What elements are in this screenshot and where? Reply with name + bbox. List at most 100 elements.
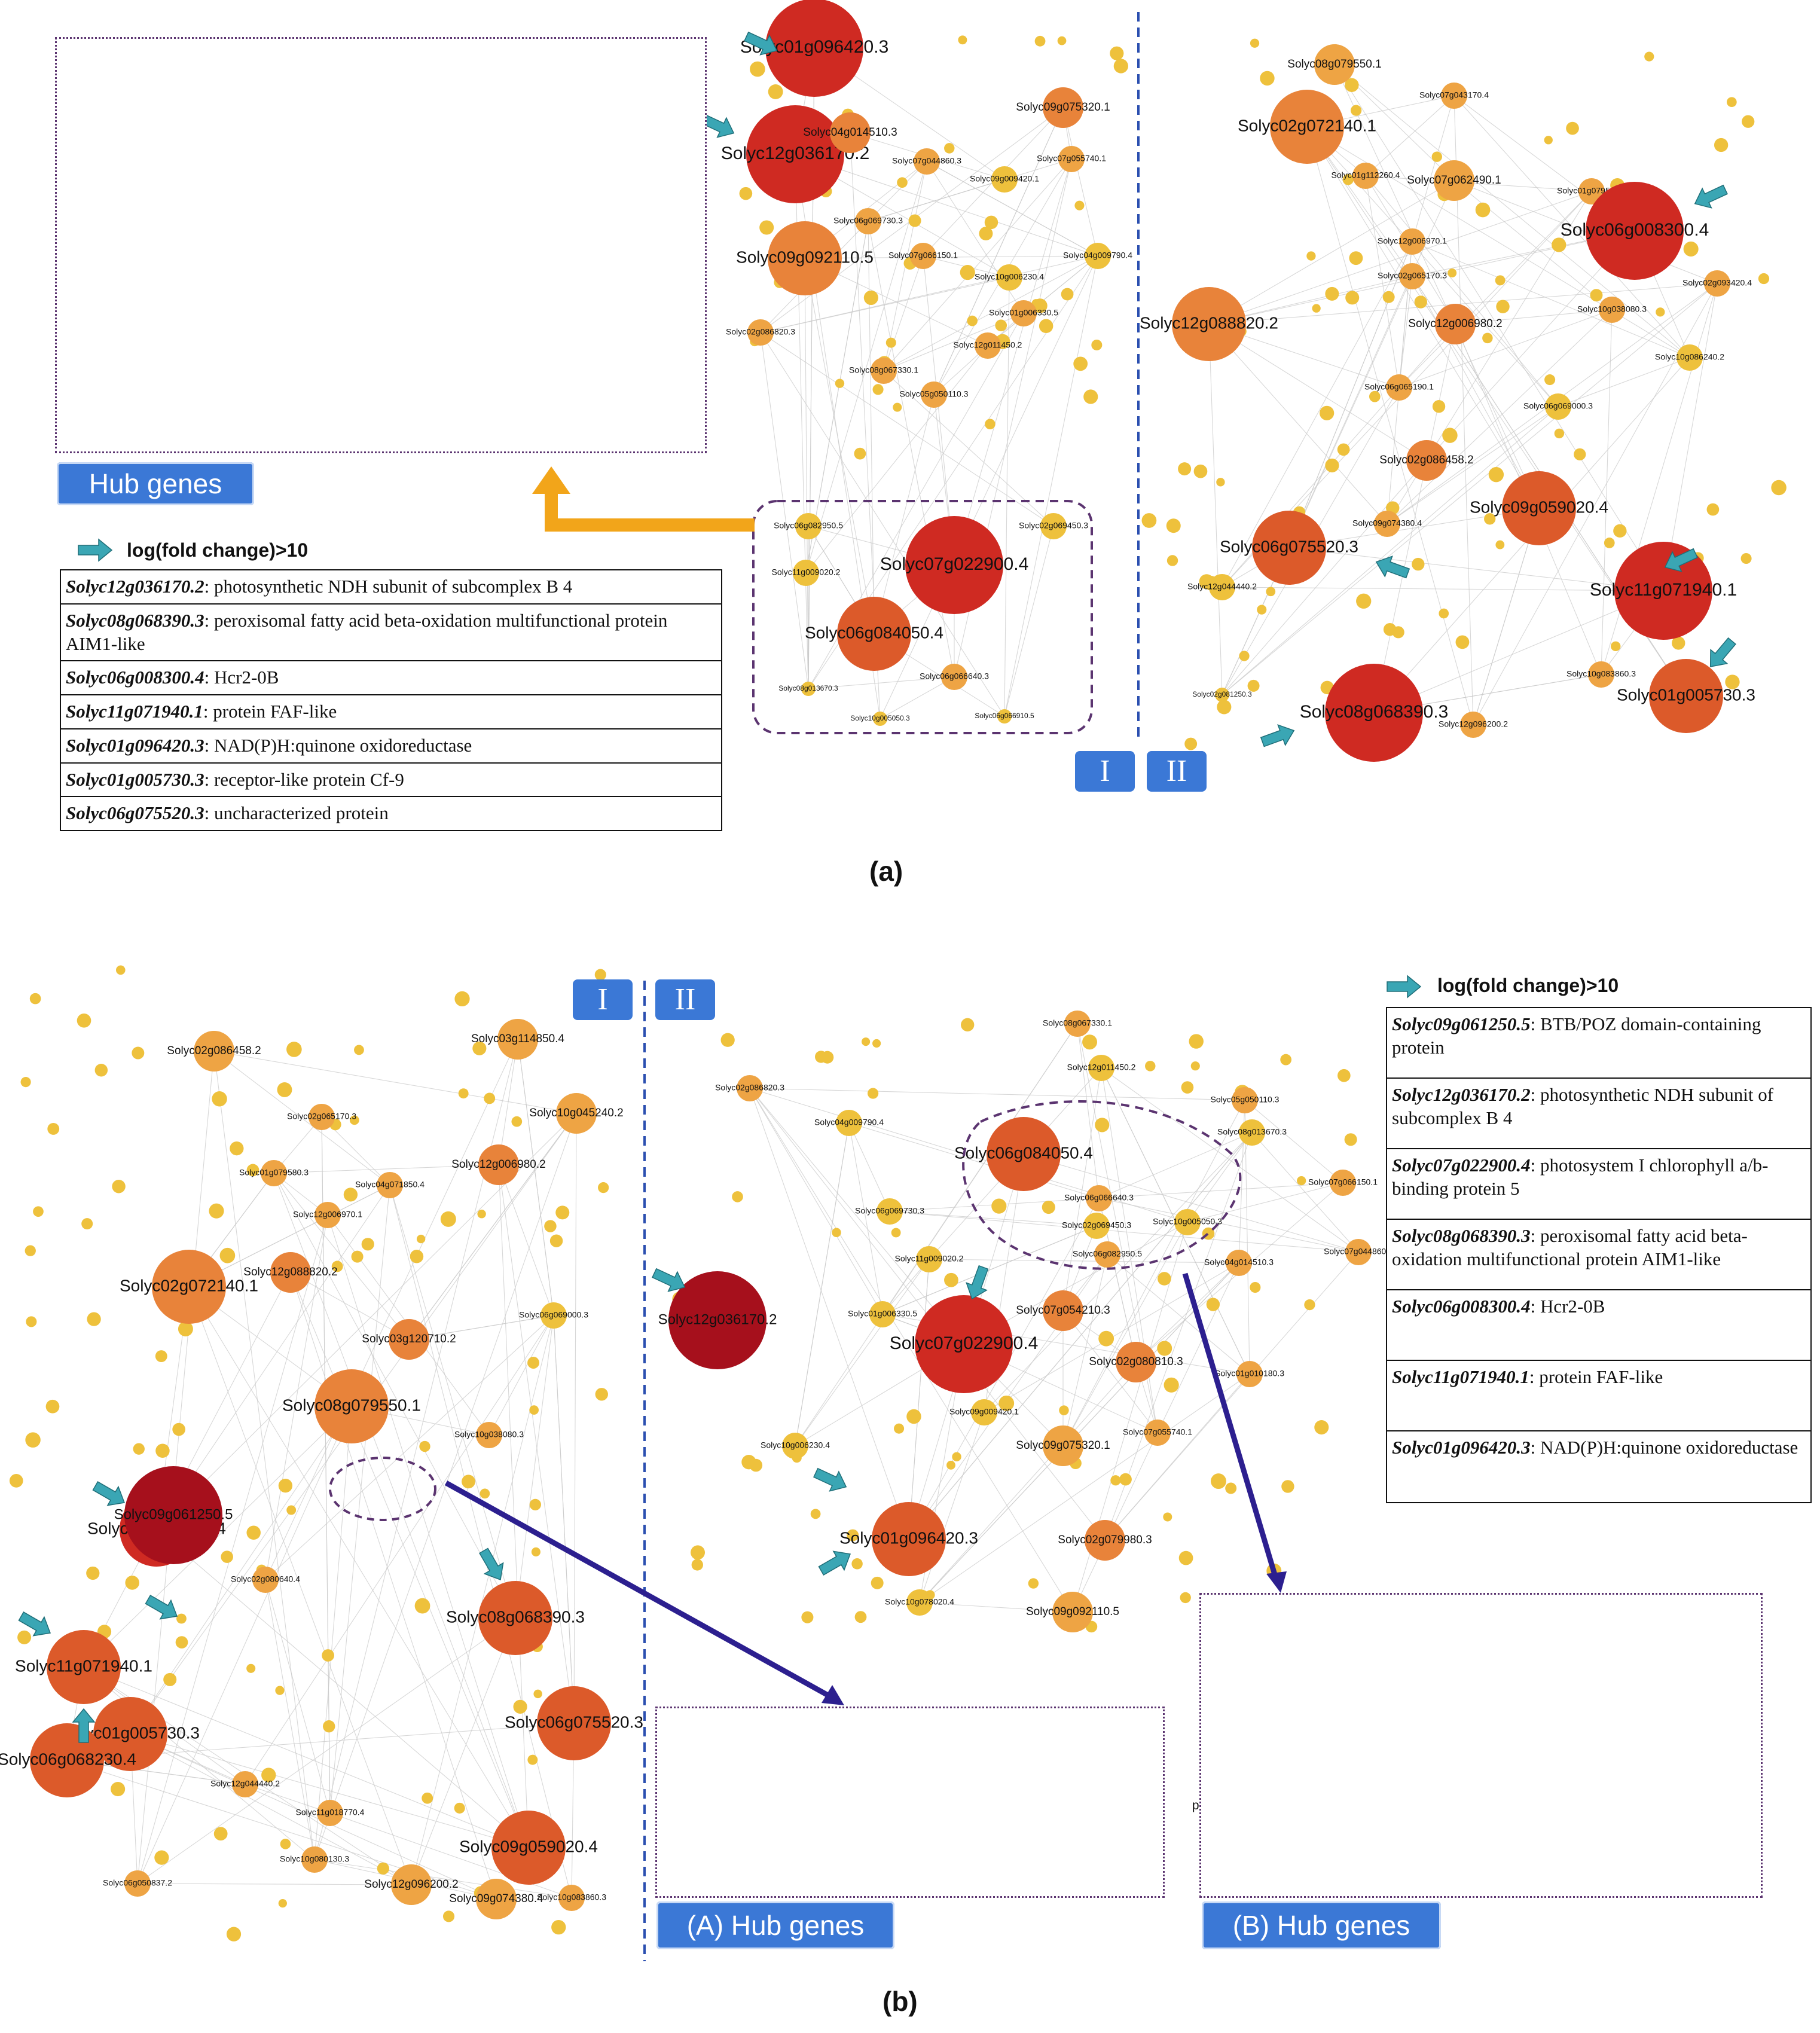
legend-gene-desc: : Hcr2-0B xyxy=(204,667,279,688)
minor-node xyxy=(261,1768,276,1782)
minor-node xyxy=(1342,174,1354,185)
network-node-label: Solyc10g006230.4 xyxy=(975,272,1044,282)
minor-node xyxy=(1484,513,1496,525)
minor-node xyxy=(25,1432,41,1448)
network-node-label: Solyc08g067330.1 xyxy=(849,365,918,375)
network-node xyxy=(1174,1209,1201,1235)
panel-b-legend-heading: log(fold change)>10 xyxy=(1437,975,1619,996)
network-node-label: Solyc07g066150.1 xyxy=(1308,1177,1378,1187)
minor-node xyxy=(1432,400,1446,413)
network-node-label: Solyc12g011450.2 xyxy=(1067,1063,1136,1072)
minor-node xyxy=(77,1014,91,1028)
panel-b-tag-II: II xyxy=(655,979,715,1020)
minor-node xyxy=(94,1064,108,1077)
legend-gene-desc: : photosynthetic NDH subunit of subcompl… xyxy=(1392,1084,1774,1128)
network-node-label: Solyc06g069730.3 xyxy=(855,1206,924,1216)
arrow-pointer-icon xyxy=(744,31,778,56)
minor-node xyxy=(1337,443,1350,456)
arrow-pointer-icon xyxy=(479,1547,504,1581)
minor-node xyxy=(862,1037,871,1046)
minor-node xyxy=(1431,151,1442,162)
legend-gene-desc: : NAD(P)H:quinone oxidoreductase xyxy=(204,734,472,756)
network-node-label: Solyc12g006980.2 xyxy=(1408,318,1502,330)
minor-node xyxy=(1574,448,1586,460)
minor-node xyxy=(86,1566,100,1580)
legend-gene-desc: : BTB/POZ domain-containing protein xyxy=(1392,1014,1761,1058)
legend-gene-desc: : protein FAF-like xyxy=(203,701,337,722)
network-node xyxy=(391,1864,432,1905)
minor-node xyxy=(835,378,845,388)
minor-node xyxy=(361,1238,374,1251)
network-node-label: Solyc04g014510.3 xyxy=(1204,1257,1274,1267)
network-node xyxy=(836,1110,862,1136)
network-node xyxy=(124,1466,222,1564)
minor-node xyxy=(1211,1473,1226,1489)
legend-gene-desc: : receptor-like protein Cf-9 xyxy=(204,768,404,790)
network-node xyxy=(314,1202,341,1228)
minor-node xyxy=(1082,1034,1098,1050)
minor-node xyxy=(442,1910,455,1922)
network-node xyxy=(377,1172,403,1198)
network-node-label: Solyc01g006330.5 xyxy=(989,308,1058,318)
minor-node xyxy=(1325,458,1339,473)
arrow-pointer-icon xyxy=(1664,548,1698,572)
minor-node xyxy=(533,1689,542,1699)
network-node xyxy=(1239,1119,1265,1146)
network-node xyxy=(795,513,822,539)
minor-node xyxy=(595,1388,608,1401)
minor-node xyxy=(414,1598,430,1614)
network-node xyxy=(997,709,1012,724)
network-node xyxy=(915,1295,1013,1393)
network-node-label: Solyc12g006970.1 xyxy=(293,1210,362,1219)
network-node xyxy=(1043,87,1083,128)
panel-a-hub-arrow xyxy=(545,490,755,532)
minor-node xyxy=(1113,59,1128,74)
minor-node xyxy=(226,1927,242,1942)
network-node xyxy=(1252,511,1326,585)
minor-node xyxy=(1061,288,1074,301)
minor-node xyxy=(1193,464,1208,478)
minor-node xyxy=(1073,356,1088,371)
network-node xyxy=(1374,511,1400,537)
network-node xyxy=(1172,287,1246,361)
panel-b-hub-box-B xyxy=(1199,1593,1763,1898)
network-node xyxy=(1085,1520,1125,1561)
minor-node xyxy=(1414,295,1427,309)
network-node xyxy=(1649,659,1723,733)
network-node-label: Solyc01g005730.3 xyxy=(1617,685,1755,704)
minor-node xyxy=(246,1663,256,1673)
minor-node xyxy=(1544,136,1553,145)
legend-gene-desc: : photosystem I chlorophyll a/b-binding … xyxy=(1392,1155,1769,1199)
arrow-pointer-icon xyxy=(72,1708,96,1743)
network-node-label: Solyc01g079580.3 xyxy=(239,1168,309,1177)
minor-node xyxy=(1266,587,1276,597)
minor-node xyxy=(1178,462,1192,476)
minor-node xyxy=(422,1792,433,1804)
network-node xyxy=(996,264,1022,291)
minor-node xyxy=(322,1720,335,1733)
network-node xyxy=(971,1399,997,1425)
minor-node xyxy=(1181,1081,1194,1094)
network-node-label: Solyc08g067330.1 xyxy=(1043,1018,1112,1028)
minor-node xyxy=(549,1234,563,1247)
arrow-pointer-icon xyxy=(92,1481,126,1506)
minor-node xyxy=(343,1188,358,1202)
legend-gene-id: Solyc06g008300.4 xyxy=(1392,1296,1531,1317)
network-node xyxy=(910,243,936,269)
panel-b-hub-tag-B: (B) Hub genes xyxy=(1202,1901,1441,1949)
minor-node xyxy=(354,1045,364,1055)
network-node-label: Solyc10g006230.4 xyxy=(761,1440,830,1450)
network-node-label: Solyc08g013670.3 xyxy=(778,684,838,692)
minor-node xyxy=(410,1250,424,1263)
network-node xyxy=(855,208,881,234)
network-node xyxy=(1086,1185,1112,1211)
minor-node xyxy=(1225,1482,1237,1494)
network-node xyxy=(1085,243,1111,269)
network-node xyxy=(793,560,819,586)
network-node-label: Solyc08g079550.1 xyxy=(1287,58,1381,71)
network-node-label: Solyc07g055740.1 xyxy=(1123,1427,1192,1437)
minor-node xyxy=(1239,651,1250,661)
minor-node xyxy=(732,1191,743,1202)
network-node-label: Solyc06g069000.3 xyxy=(519,1310,588,1320)
network-node-label: Solyc07g044860.3 xyxy=(892,156,961,166)
